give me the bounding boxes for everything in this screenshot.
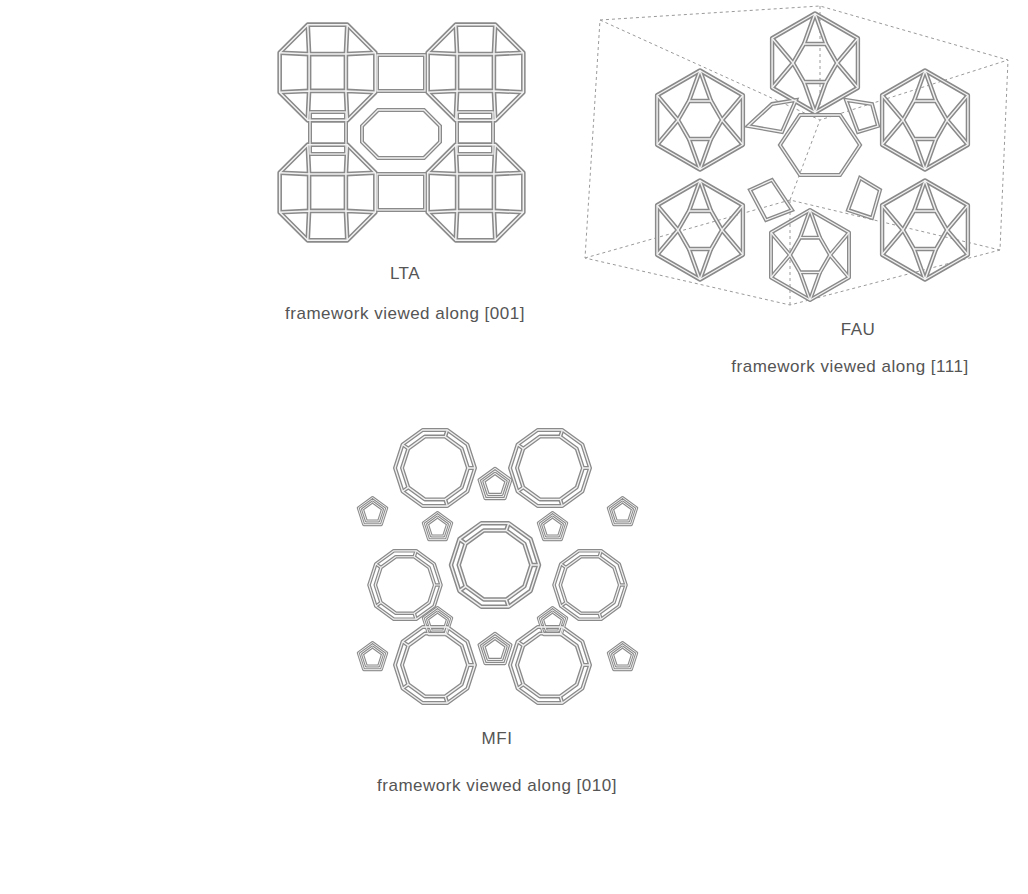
lta-framework [280, 25, 524, 241]
framework-name: MFI [482, 729, 513, 749]
framework-name: FAU [841, 320, 876, 340]
view-caption: framework viewed along [111] [731, 357, 968, 377]
view-caption: framework viewed along [001] [285, 304, 525, 324]
mfi-framework [358, 430, 637, 703]
view-caption: framework viewed along [010] [377, 776, 617, 796]
fau-framework [585, 6, 1008, 305]
framework-name: LTA [390, 264, 420, 284]
